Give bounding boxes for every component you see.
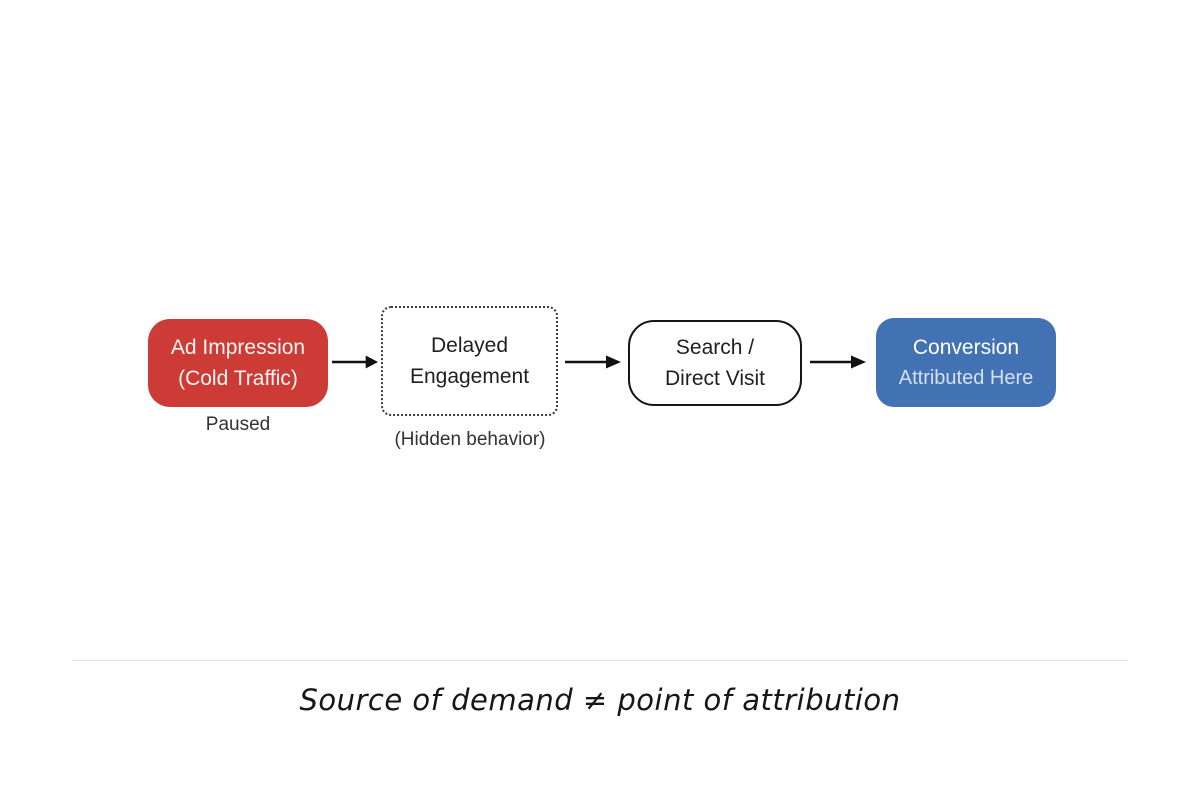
node-conversion-line1: Conversion <box>912 335 1020 359</box>
node-ad-impression: Ad Impression (Cold Traffic) <box>148 319 328 407</box>
slide-caption: Source of demand ≠ point of attribution <box>299 683 901 717</box>
arrow-right-icon <box>332 354 378 370</box>
node-delayed-engagement: Delayed Engagement <box>381 306 558 416</box>
arrow-right-icon <box>565 354 621 370</box>
node-conversion: Conversion Attributed Here <box>876 318 1056 407</box>
divider-line <box>72 660 1128 661</box>
node-conversion-line2: Attributed Here <box>898 366 1034 389</box>
label-hidden-behavior: (Hidden behavior) <box>394 429 546 450</box>
node-delayed-engagement-line1: Delayed <box>430 334 509 357</box>
node-delayed-engagement-line2: Engagement <box>409 365 530 388</box>
label-paused: Paused <box>205 414 271 435</box>
node-ad-impression-line1: Ad Impression <box>170 336 306 359</box>
node-search-direct-visit-line2: Direct Visit <box>665 367 765 390</box>
arrow-right-icon <box>810 354 866 370</box>
node-search-direct-visit-line1: Search / <box>675 336 755 359</box>
node-ad-impression-line2: (Cold Traffic) <box>178 367 298 390</box>
node-search-direct-visit: Search / Direct Visit <box>628 320 802 406</box>
